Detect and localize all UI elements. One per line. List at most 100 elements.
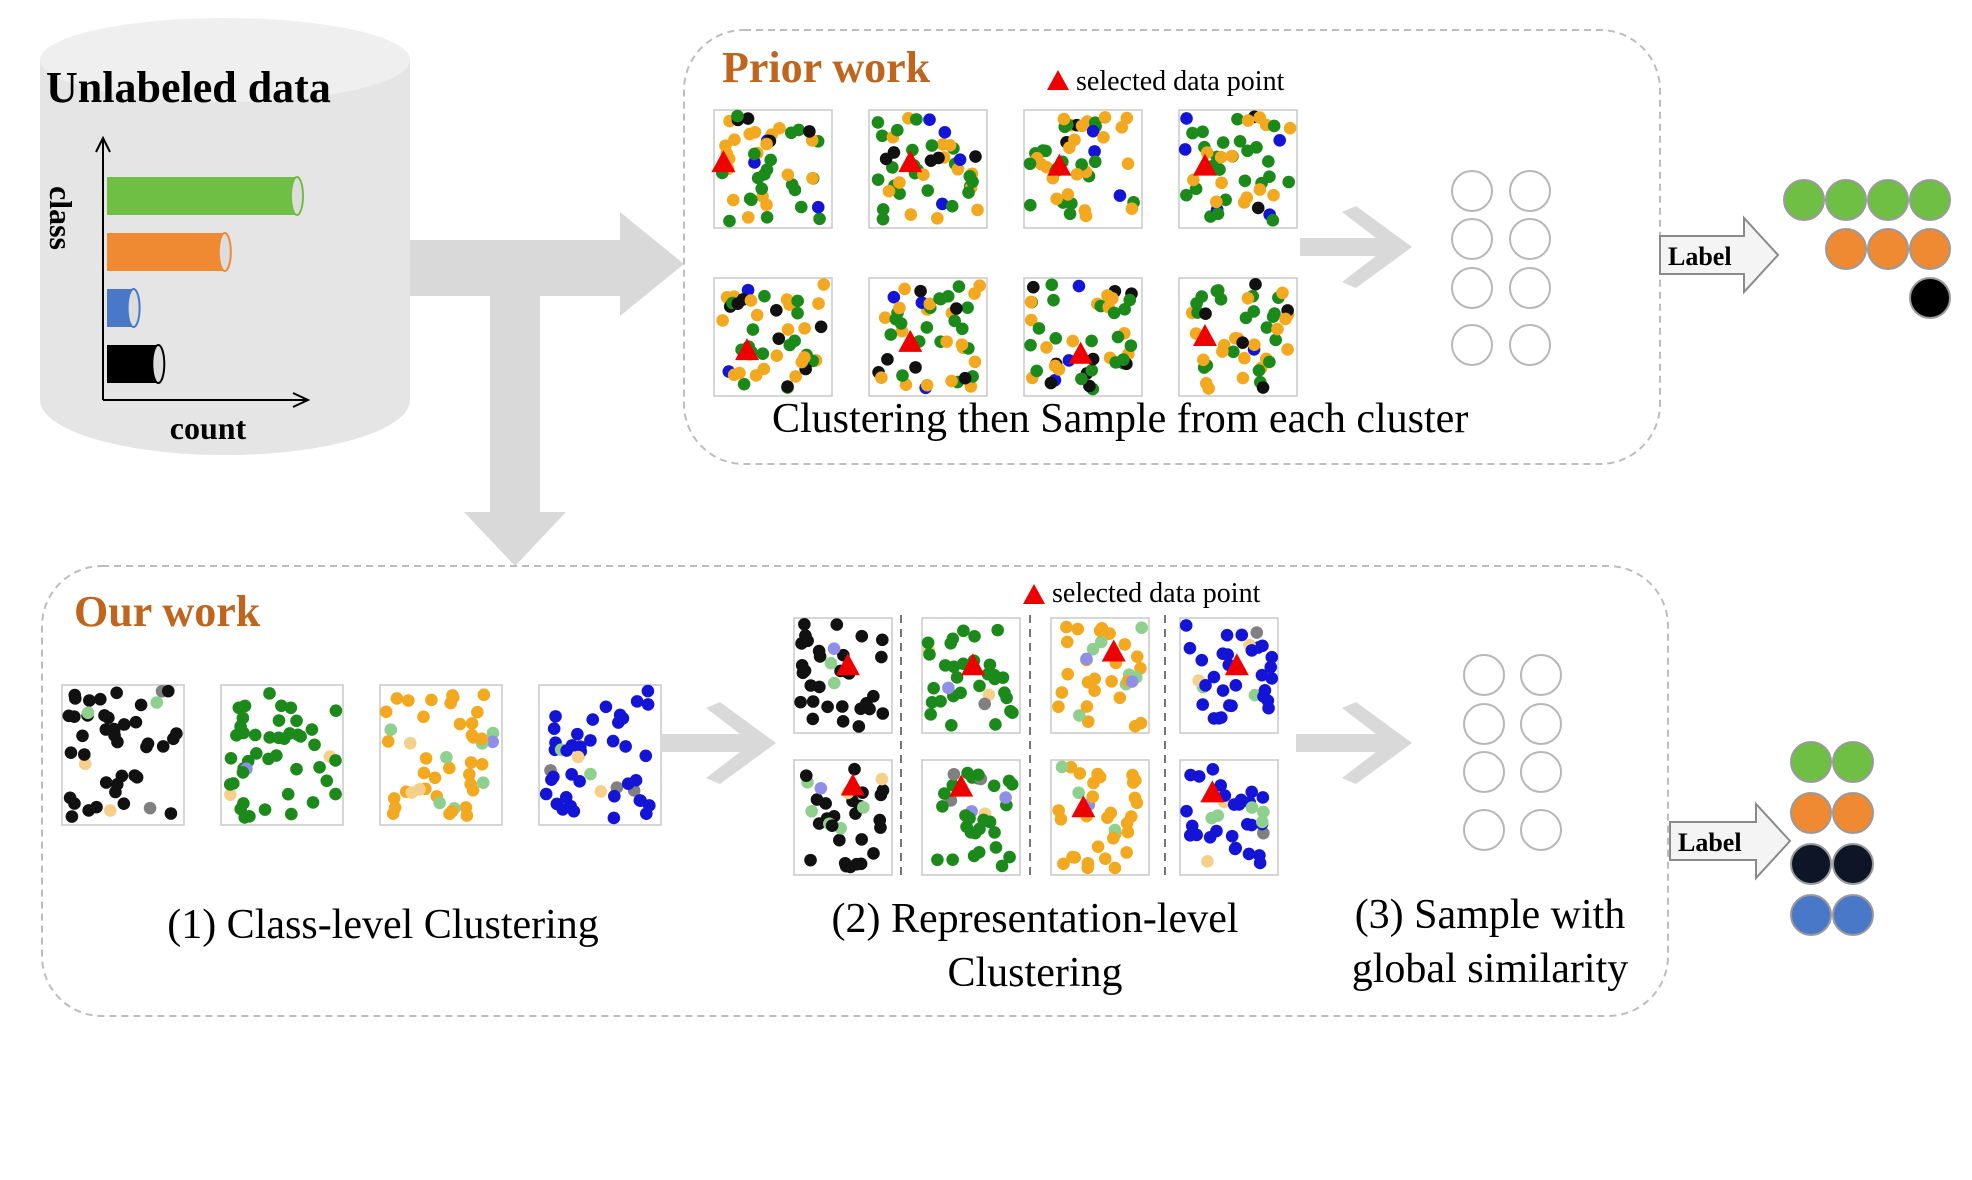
data-point	[1271, 322, 1284, 336]
our-label-text: Label	[1678, 828, 1742, 857]
data-point	[584, 767, 597, 781]
data-point	[962, 186, 975, 199]
data-point	[931, 211, 944, 225]
data-point	[770, 349, 784, 363]
data-point	[1006, 706, 1019, 719]
data-point	[1179, 619, 1193, 632]
data-point	[1236, 336, 1249, 349]
data-point	[417, 766, 431, 780]
data-point	[117, 718, 131, 731]
data-point	[1266, 310, 1280, 324]
class-bar-cap	[290, 176, 304, 216]
data-point	[806, 695, 820, 708]
data-point	[1251, 201, 1265, 215]
data-point	[728, 133, 741, 147]
data-point	[1206, 763, 1220, 776]
data-point	[90, 800, 103, 814]
data-point	[924, 708, 937, 721]
data-point	[795, 355, 809, 369]
data-point	[1245, 644, 1259, 657]
data-point	[444, 696, 457, 710]
data-point	[1210, 284, 1224, 298]
data-point	[1220, 628, 1234, 642]
step2-caption-line1: (2) Representation-level	[832, 896, 1239, 942]
data-point	[958, 371, 972, 385]
data-point	[1256, 381, 1270, 394]
data-point	[573, 775, 586, 788]
data-point	[968, 826, 982, 840]
labeled-sample	[1783, 179, 1825, 221]
data-point	[1231, 112, 1244, 126]
data-point	[1113, 189, 1127, 202]
data-point	[884, 328, 898, 341]
data-point	[995, 859, 1009, 873]
data-point	[78, 757, 92, 771]
data-point	[934, 694, 947, 708]
data-point	[1024, 338, 1037, 352]
data-point	[756, 347, 770, 360]
labeled-sample	[1790, 792, 1832, 834]
data-point	[1183, 641, 1197, 655]
selected-point-marker	[1200, 780, 1225, 803]
data-point	[1225, 149, 1239, 163]
data-point	[417, 710, 430, 724]
data-point	[571, 750, 585, 764]
candidate-slot	[1463, 654, 1505, 696]
data-point	[764, 153, 777, 167]
data-point	[379, 705, 393, 719]
data-point	[1183, 829, 1197, 842]
data-point	[1120, 111, 1134, 125]
data-point	[224, 752, 238, 765]
data-point	[466, 783, 480, 797]
data-point	[68, 692, 82, 705]
data-point	[733, 366, 746, 380]
data-point	[1245, 785, 1259, 799]
data-point	[1047, 293, 1060, 307]
data-point	[945, 718, 958, 732]
data-point	[1255, 668, 1269, 682]
labeled-sample	[1790, 741, 1832, 783]
data-point	[263, 731, 277, 744]
data-point	[830, 618, 844, 631]
data-point	[234, 802, 248, 816]
data-point	[952, 280, 966, 293]
cylinder-top	[40, 18, 410, 102]
labeled-sample	[1832, 843, 1874, 885]
data-point	[1135, 621, 1148, 635]
data-point	[1249, 278, 1262, 291]
data-point	[258, 803, 272, 816]
data-point	[1195, 653, 1209, 667]
data-point	[1180, 804, 1193, 818]
data-point	[329, 704, 343, 717]
data-point	[938, 787, 951, 800]
selected-point-marker	[735, 338, 760, 361]
data-point	[1212, 712, 1226, 725]
data-point	[938, 126, 952, 139]
data-point	[904, 208, 918, 221]
data-point	[237, 726, 250, 740]
data-point	[875, 371, 888, 384]
data-point	[539, 787, 553, 801]
data-point	[1266, 214, 1280, 227]
data-point	[639, 749, 653, 763]
selected-point-marker	[1192, 153, 1217, 176]
data-point	[945, 374, 958, 388]
data-point	[827, 642, 841, 655]
data-point	[272, 714, 286, 727]
data-point	[876, 707, 890, 720]
data-point	[951, 162, 965, 176]
data-point	[953, 153, 967, 166]
data-point	[465, 728, 479, 742]
data-point	[1068, 133, 1081, 147]
data-point	[1097, 131, 1110, 144]
data-point	[1030, 364, 1044, 378]
data-point	[164, 807, 178, 820]
data-point	[1225, 699, 1238, 713]
data-point	[547, 722, 561, 736]
labeled-sample	[1790, 843, 1832, 885]
data-point	[1040, 341, 1053, 354]
selected-point-marker	[949, 774, 974, 797]
data-point	[1070, 167, 1084, 181]
data-point	[963, 812, 976, 825]
